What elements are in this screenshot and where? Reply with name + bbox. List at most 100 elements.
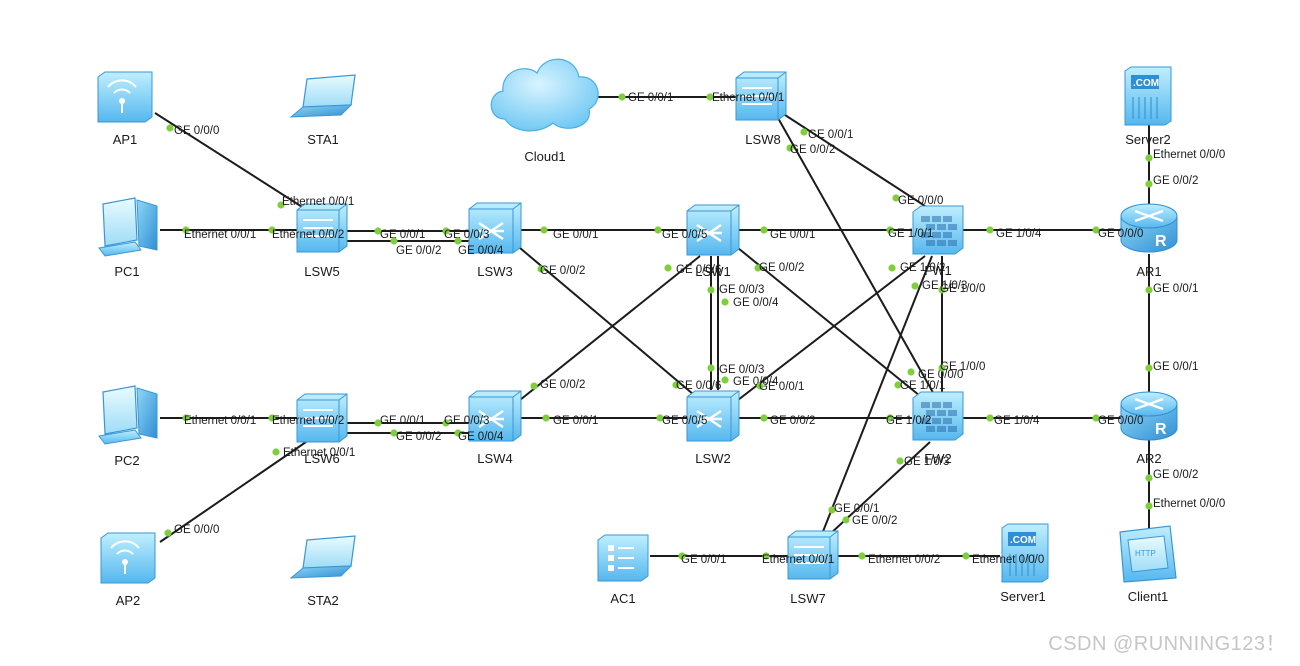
device-ar1-router-icon[interactable]: R <box>1120 203 1178 253</box>
port-dot-client1-ethernet-0-0-0[interactable] <box>1145 502 1153 510</box>
link-lsw1-lsw4[interactable] <box>519 255 701 401</box>
port-label-lsw7-ethernet-0-0-1: Ethernet 0/0/1 <box>762 554 834 566</box>
port-dot-ar2-ge-0-0-0[interactable] <box>1092 414 1100 422</box>
port-dot-lsw1-ge-0-0-5[interactable] <box>654 226 662 234</box>
port-dot-lsw6-ethernet-0-0-2[interactable] <box>268 414 276 422</box>
port-dot-lsw4-ge-0-0-4[interactable] <box>454 429 462 437</box>
device-ar2-router-icon[interactable]: R <box>1120 391 1178 441</box>
device-lsw4-l3switch-icon[interactable] <box>468 390 522 442</box>
device-server1-server-icon[interactable]: .COM <box>1001 523 1049 583</box>
device-ap2-ap-icon[interactable] <box>100 532 156 584</box>
port-dot-pc1-ethernet-0-0-1[interactable] <box>182 226 190 234</box>
device-fw1-firewall-icon[interactable] <box>912 205 964 255</box>
port-dot-fw2-ge-1-0-1[interactable] <box>894 381 902 389</box>
port-dot-ap1-ge-0-0-0[interactable] <box>166 124 174 132</box>
device-cloud1-cloud-icon[interactable] <box>490 58 599 132</box>
port-dot-lsw8-ge-0-0-1[interactable] <box>800 128 808 136</box>
port-dot-lsw1-ge-0-0-2[interactable] <box>754 264 762 272</box>
port-dot-lsw1-ge-0-0-6[interactable] <box>664 264 672 272</box>
port-dot-lsw4-ge-0-0-3[interactable] <box>442 419 450 427</box>
link-lsw3-lsw2[interactable] <box>519 247 701 401</box>
link-lsw8-fw2[interactable] <box>777 117 936 397</box>
link-lsw1-fw2[interactable] <box>737 247 926 401</box>
device-server2-server-icon[interactable]: .COM <box>1124 66 1172 126</box>
port-dot-ar2-ge-0-0-1[interactable] <box>1145 364 1153 372</box>
port-dot-lsw7-ethernet-0-0-1[interactable] <box>762 552 770 560</box>
device-lsw3-l3switch-icon[interactable] <box>468 202 522 254</box>
link-ap1-lsw5[interactable] <box>154 112 311 213</box>
device-ap1-ap-icon[interactable] <box>97 71 153 123</box>
port-dot-fw1-ge-1-0-0[interactable] <box>938 286 946 294</box>
device-sta1-laptop-icon[interactable] <box>289 74 356 118</box>
port-dot-lsw2-ge-0-0-4[interactable] <box>721 376 729 384</box>
port-dot-pc2-ethernet-0-0-1[interactable] <box>182 414 190 422</box>
port-dot-ar2-ge-0-0-2[interactable] <box>1145 474 1153 482</box>
port-dot-lsw1-ge-0-0-4[interactable] <box>721 298 729 306</box>
port-dot-lsw2-ge-0-0-5[interactable] <box>656 414 664 422</box>
port-label-lsw2-ge-0-0-3: GE 0/0/3 <box>719 364 764 376</box>
port-dot-lsw5-ge-0-0-2[interactable] <box>390 237 398 245</box>
device-label-ar2: AR2 <box>1136 451 1161 466</box>
port-dot-fw1-ge-1-0-3[interactable] <box>911 282 919 290</box>
device-client1-client-icon[interactable]: HTTP <box>1119 525 1177 583</box>
device-lsw8-switch-icon[interactable] <box>735 71 787 121</box>
device-lsw1-l3switch-icon[interactable] <box>686 204 740 256</box>
port-dot-lsw2-ge-0-0-2[interactable] <box>760 414 768 422</box>
link-fw1-lsw7[interactable] <box>821 255 933 535</box>
port-dot-server1-ethernet-0-0-0[interactable] <box>962 552 970 560</box>
port-dot-lsw3-ge-0-0-1[interactable] <box>540 226 548 234</box>
device-lsw5-switch-icon[interactable] <box>296 203 348 253</box>
link-ap2-lsw6[interactable] <box>159 441 307 543</box>
device-lsw6-switch-icon[interactable] <box>296 393 348 443</box>
port-dot-fw2-ge-0-0-0[interactable] <box>907 368 915 376</box>
port-label-client1-ethernet-0-0-0: Ethernet 0/0/0 <box>1153 498 1225 510</box>
port-dot-fw1-ge-1-0-1[interactable] <box>886 226 894 234</box>
port-dot-lsw4-ge-0-0-2[interactable] <box>530 382 538 390</box>
link-lsw2-fw1[interactable] <box>737 255 926 401</box>
device-pc2-pc-icon[interactable] <box>98 385 158 445</box>
port-dot-fw2-ge-1-0-4[interactable] <box>986 414 994 422</box>
port-dot-fw2-ge-1-0-3[interactable] <box>896 457 904 465</box>
port-dot-cloud1-ge-0-0-1[interactable] <box>618 93 626 101</box>
port-dot-lsw2-ge-0-0-3[interactable] <box>707 364 715 372</box>
device-lsw2-l3switch-icon[interactable] <box>686 390 740 442</box>
port-dot-lsw5-ethernet-0-0-2[interactable] <box>268 226 276 234</box>
port-dot-lsw6-ethernet-0-0-1[interactable] <box>272 448 280 456</box>
port-dot-server2-ethernet-0-0-0[interactable] <box>1145 154 1153 162</box>
link-lsw8-fw1[interactable] <box>784 114 926 207</box>
port-dot-lsw3-ge-0-0-3[interactable] <box>442 227 450 235</box>
port-dot-fw1-ge-1-0-2[interactable] <box>888 264 896 272</box>
port-dot-lsw7-ge-0-0-2[interactable] <box>842 516 850 524</box>
port-dot-lsw8-ethernet-0-0-1[interactable] <box>706 93 714 101</box>
port-dot-fw2-ge-1-0-0[interactable] <box>938 364 946 372</box>
device-label-server2: Server2 <box>1125 132 1171 147</box>
port-dot-lsw5-ethernet-0-0-1[interactable] <box>277 201 285 209</box>
port-dot-ar1-ge-0-0-1[interactable] <box>1145 286 1153 294</box>
port-dot-lsw3-ge-0-0-4[interactable] <box>454 237 462 245</box>
device-lsw7-switch-icon[interactable] <box>787 530 839 580</box>
port-dot-fw1-ge-0-0-0[interactable] <box>892 194 900 202</box>
device-ac1-ac-icon[interactable] <box>597 534 649 582</box>
port-dot-lsw8-ge-0-0-2[interactable] <box>786 144 794 152</box>
port-dot-fw2-ge-1-0-2[interactable] <box>886 414 894 422</box>
port-dot-ar1-ge-0-0-0[interactable] <box>1092 226 1100 234</box>
device-sta2-laptop-icon[interactable] <box>289 535 356 579</box>
device-fw2-firewall-icon[interactable] <box>912 391 964 441</box>
port-dot-lsw1-ge-0-0-3[interactable] <box>707 286 715 294</box>
port-dot-ac1-ge-0-0-1[interactable] <box>678 552 686 560</box>
port-dot-lsw1-ge-0-0-1[interactable] <box>760 226 768 234</box>
port-dot-lsw3-ge-0-0-2[interactable] <box>537 265 545 273</box>
port-dot-lsw6-ge-0-0-2[interactable] <box>390 429 398 437</box>
port-dot-lsw2-ge-0-0-6[interactable] <box>672 381 680 389</box>
port-dot-ar1-ge-0-0-2[interactable] <box>1145 180 1153 188</box>
port-dot-lsw4-ge-0-0-1[interactable] <box>542 414 550 422</box>
port-dot-lsw5-ge-0-0-1[interactable] <box>374 227 382 235</box>
port-dot-fw1-ge-1-0-4[interactable] <box>986 226 994 234</box>
port-dot-lsw2-ge-0-0-1[interactable] <box>756 382 764 390</box>
port-dot-ap2-ge-0-0-0[interactable] <box>164 529 172 537</box>
port-dot-lsw6-ge-0-0-1[interactable] <box>374 419 382 427</box>
port-label-fw1-ge-1-0-0: GE 1/0/0 <box>940 283 985 295</box>
port-dot-lsw7-ethernet-0-0-2[interactable] <box>858 552 866 560</box>
port-dot-lsw7-ge-0-0-1[interactable] <box>828 506 836 514</box>
device-pc1-pc-icon[interactable] <box>98 197 158 257</box>
